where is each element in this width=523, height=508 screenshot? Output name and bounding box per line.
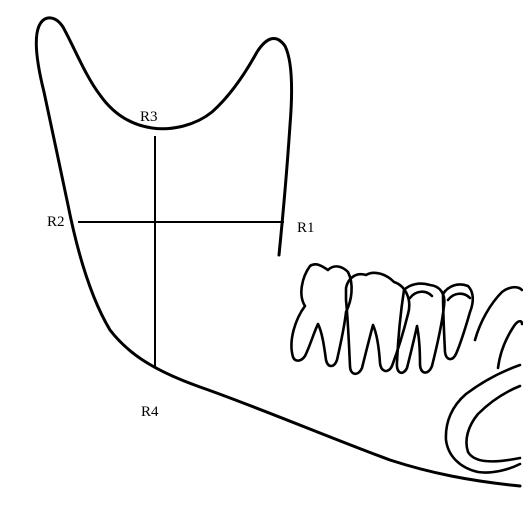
incisor-root-outline (446, 365, 520, 473)
molar-teeth (291, 264, 522, 472)
enamel-cap-left (410, 292, 432, 298)
enamel-cap-right (448, 294, 470, 300)
label-r1: R1 (297, 220, 315, 236)
canine (475, 287, 522, 368)
label-r2: R2 (47, 214, 65, 230)
incisor-root-inner (466, 386, 520, 461)
label-r3: R3 (140, 109, 158, 125)
mandible-outline (36, 18, 520, 486)
third-molar (291, 264, 351, 366)
label-r4: R4 (141, 404, 159, 420)
